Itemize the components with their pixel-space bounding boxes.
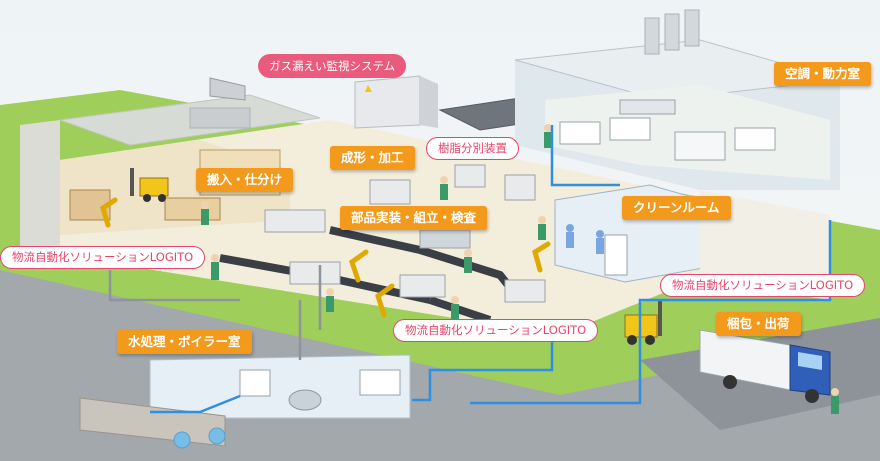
forklift-icon (130, 168, 169, 202)
label-logistics-automation-right[interactable]: 物流自動化ソリューションLOGITO (660, 274, 866, 297)
label-logistics-automation-left[interactable]: 物流自動化ソリューションLOGITO (0, 246, 206, 269)
production-machines (264, 164, 546, 303)
label-receiving-sorting[interactable]: 搬入・仕分け (196, 168, 294, 192)
label-clean-room[interactable]: クリーンルーム (622, 196, 731, 220)
gray-pipes (108, 265, 322, 360)
left-wall (20, 120, 60, 262)
label-water-boiler-room[interactable]: 水処理・ボイラー室 (117, 330, 252, 354)
utility-pipes (150, 125, 832, 414)
pipe-end (208, 427, 226, 445)
exhaust-stack (684, 9, 700, 47)
robot-arm-icon (100, 197, 551, 318)
label-component-mounting[interactable]: 部品実装・組立・検査 (340, 206, 488, 230)
label-gas-leak-monitoring[interactable]: ガス漏えい監視システム (258, 54, 407, 78)
clean-room-rack (604, 234, 628, 276)
cleanroom-worker-icon (566, 224, 604, 254)
pump-unit (288, 389, 322, 411)
water-tank (239, 369, 271, 397)
label-hvac-power-room[interactable]: 空調・動力室 (774, 62, 872, 86)
exhaust-stack (664, 13, 680, 51)
shipping-wall (700, 190, 830, 300)
pipe-end (173, 431, 191, 449)
label-logistics-automation-center[interactable]: 物流自動化ソリューションLOGITO (393, 319, 599, 342)
roof-speaker (209, 77, 246, 101)
truck-icon (699, 329, 831, 403)
warning-sign-icon (365, 85, 372, 92)
exhaust-stack (644, 17, 660, 55)
gas-monitoring-cabinet-side (420, 76, 438, 128)
underground-pipe (79, 397, 226, 447)
air-conditioner-icon (559, 99, 776, 161)
label-packing-shipping[interactable]: 梱包・出荷 (716, 312, 801, 336)
roof-vent-grid (189, 107, 251, 129)
gas-monitoring-cabinet (354, 75, 421, 129)
boiler-unit (359, 369, 401, 396)
water-treatment-basement (149, 354, 411, 419)
label-resin-sorting-device[interactable]: 樹脂分別装置 (426, 137, 519, 160)
label-molding-processing[interactable]: 成形・加工 (330, 146, 415, 170)
